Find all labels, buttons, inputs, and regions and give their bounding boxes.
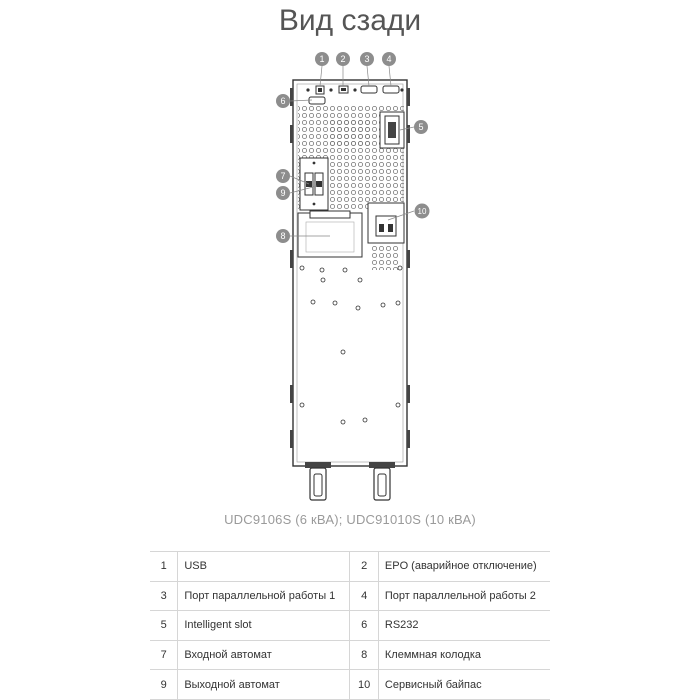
svg-text:3: 3 — [364, 54, 369, 64]
legend-label: RS232 — [378, 610, 550, 641]
callout-4: 4 — [382, 52, 396, 66]
terminal-block-panel — [297, 210, 363, 258]
callout-5: 5 — [414, 120, 428, 134]
legend-number: 2 — [349, 551, 379, 582]
legend-number: 7 — [150, 640, 179, 671]
legend-number: 4 — [349, 581, 379, 612]
callout-7: 7 — [276, 169, 290, 183]
component-legend-table: 1 USB 2 EPO (аварийное отключение) 3 Пор… — [150, 551, 550, 700]
svg-text:9: 9 — [280, 188, 285, 198]
svg-text:8: 8 — [280, 231, 285, 241]
svg-text:10: 10 — [418, 207, 427, 216]
callout-2: 2 — [336, 52, 350, 66]
breaker-panel — [299, 157, 329, 211]
service-bypass-panel — [367, 202, 405, 270]
callout-9: 9 — [276, 186, 290, 200]
svg-text:6: 6 — [280, 96, 285, 106]
legend-label: Intelligent slot — [177, 610, 351, 641]
callout-10: 10 — [414, 203, 430, 219]
svg-text:1: 1 — [319, 54, 324, 64]
legend-number: 10 — [349, 669, 379, 700]
table-row: 3 Порт параллельной работы 1 4 Порт пара… — [150, 581, 550, 612]
ups-rear-view-diagram: 1 2 3 4 6 5 7 9 8 10 — [276, 52, 430, 501]
table-row: 1 USB 2 EPO (аварийное отключение) — [150, 551, 550, 582]
table-row: 9 Выходной автомат 10 Сервисный байпас — [150, 669, 550, 700]
callout-6: 6 — [276, 94, 290, 108]
legend-label: Входной автомат — [177, 640, 351, 671]
legend-label: Порт параллельной работы 1 — [177, 581, 351, 612]
svg-text:4: 4 — [386, 54, 391, 64]
callout-3: 3 — [360, 52, 374, 66]
legend-number: 5 — [150, 610, 179, 641]
panel-screws — [299, 265, 403, 425]
page-title: Вид сзади — [278, 4, 422, 37]
legend-label: Клеммная колодка — [378, 640, 550, 671]
model-caption: UDC9106S (6 кВА); UDC91010S (10 кВА) — [224, 512, 476, 527]
table-row: 7 Входной автомат 8 Клеммная колодка — [150, 640, 550, 671]
table-row: 5 Intelligent slot 6 RS232 — [150, 610, 550, 641]
legend-number: 3 — [150, 581, 179, 612]
legend-label: Порт параллельной работы 2 — [378, 581, 550, 612]
svg-text:2: 2 — [340, 54, 345, 64]
legend-number: 8 — [349, 640, 379, 671]
callout-1: 1 — [315, 52, 329, 66]
legend-label: Сервисный байпас — [378, 669, 550, 700]
svg-text:5: 5 — [418, 122, 423, 132]
callout-8: 8 — [276, 229, 290, 243]
legend-label: EPO (аварийное отключение) — [378, 551, 550, 582]
legend-number: 1 — [150, 551, 179, 582]
legend-label: USB — [177, 551, 351, 582]
leader-lines — [289, 65, 415, 237]
legend-number: 6 — [349, 610, 379, 641]
legend-number: 9 — [150, 669, 179, 700]
svg-text:7: 7 — [280, 171, 285, 181]
legend-label: Выходной автомат — [177, 669, 351, 700]
casters — [305, 462, 395, 501]
